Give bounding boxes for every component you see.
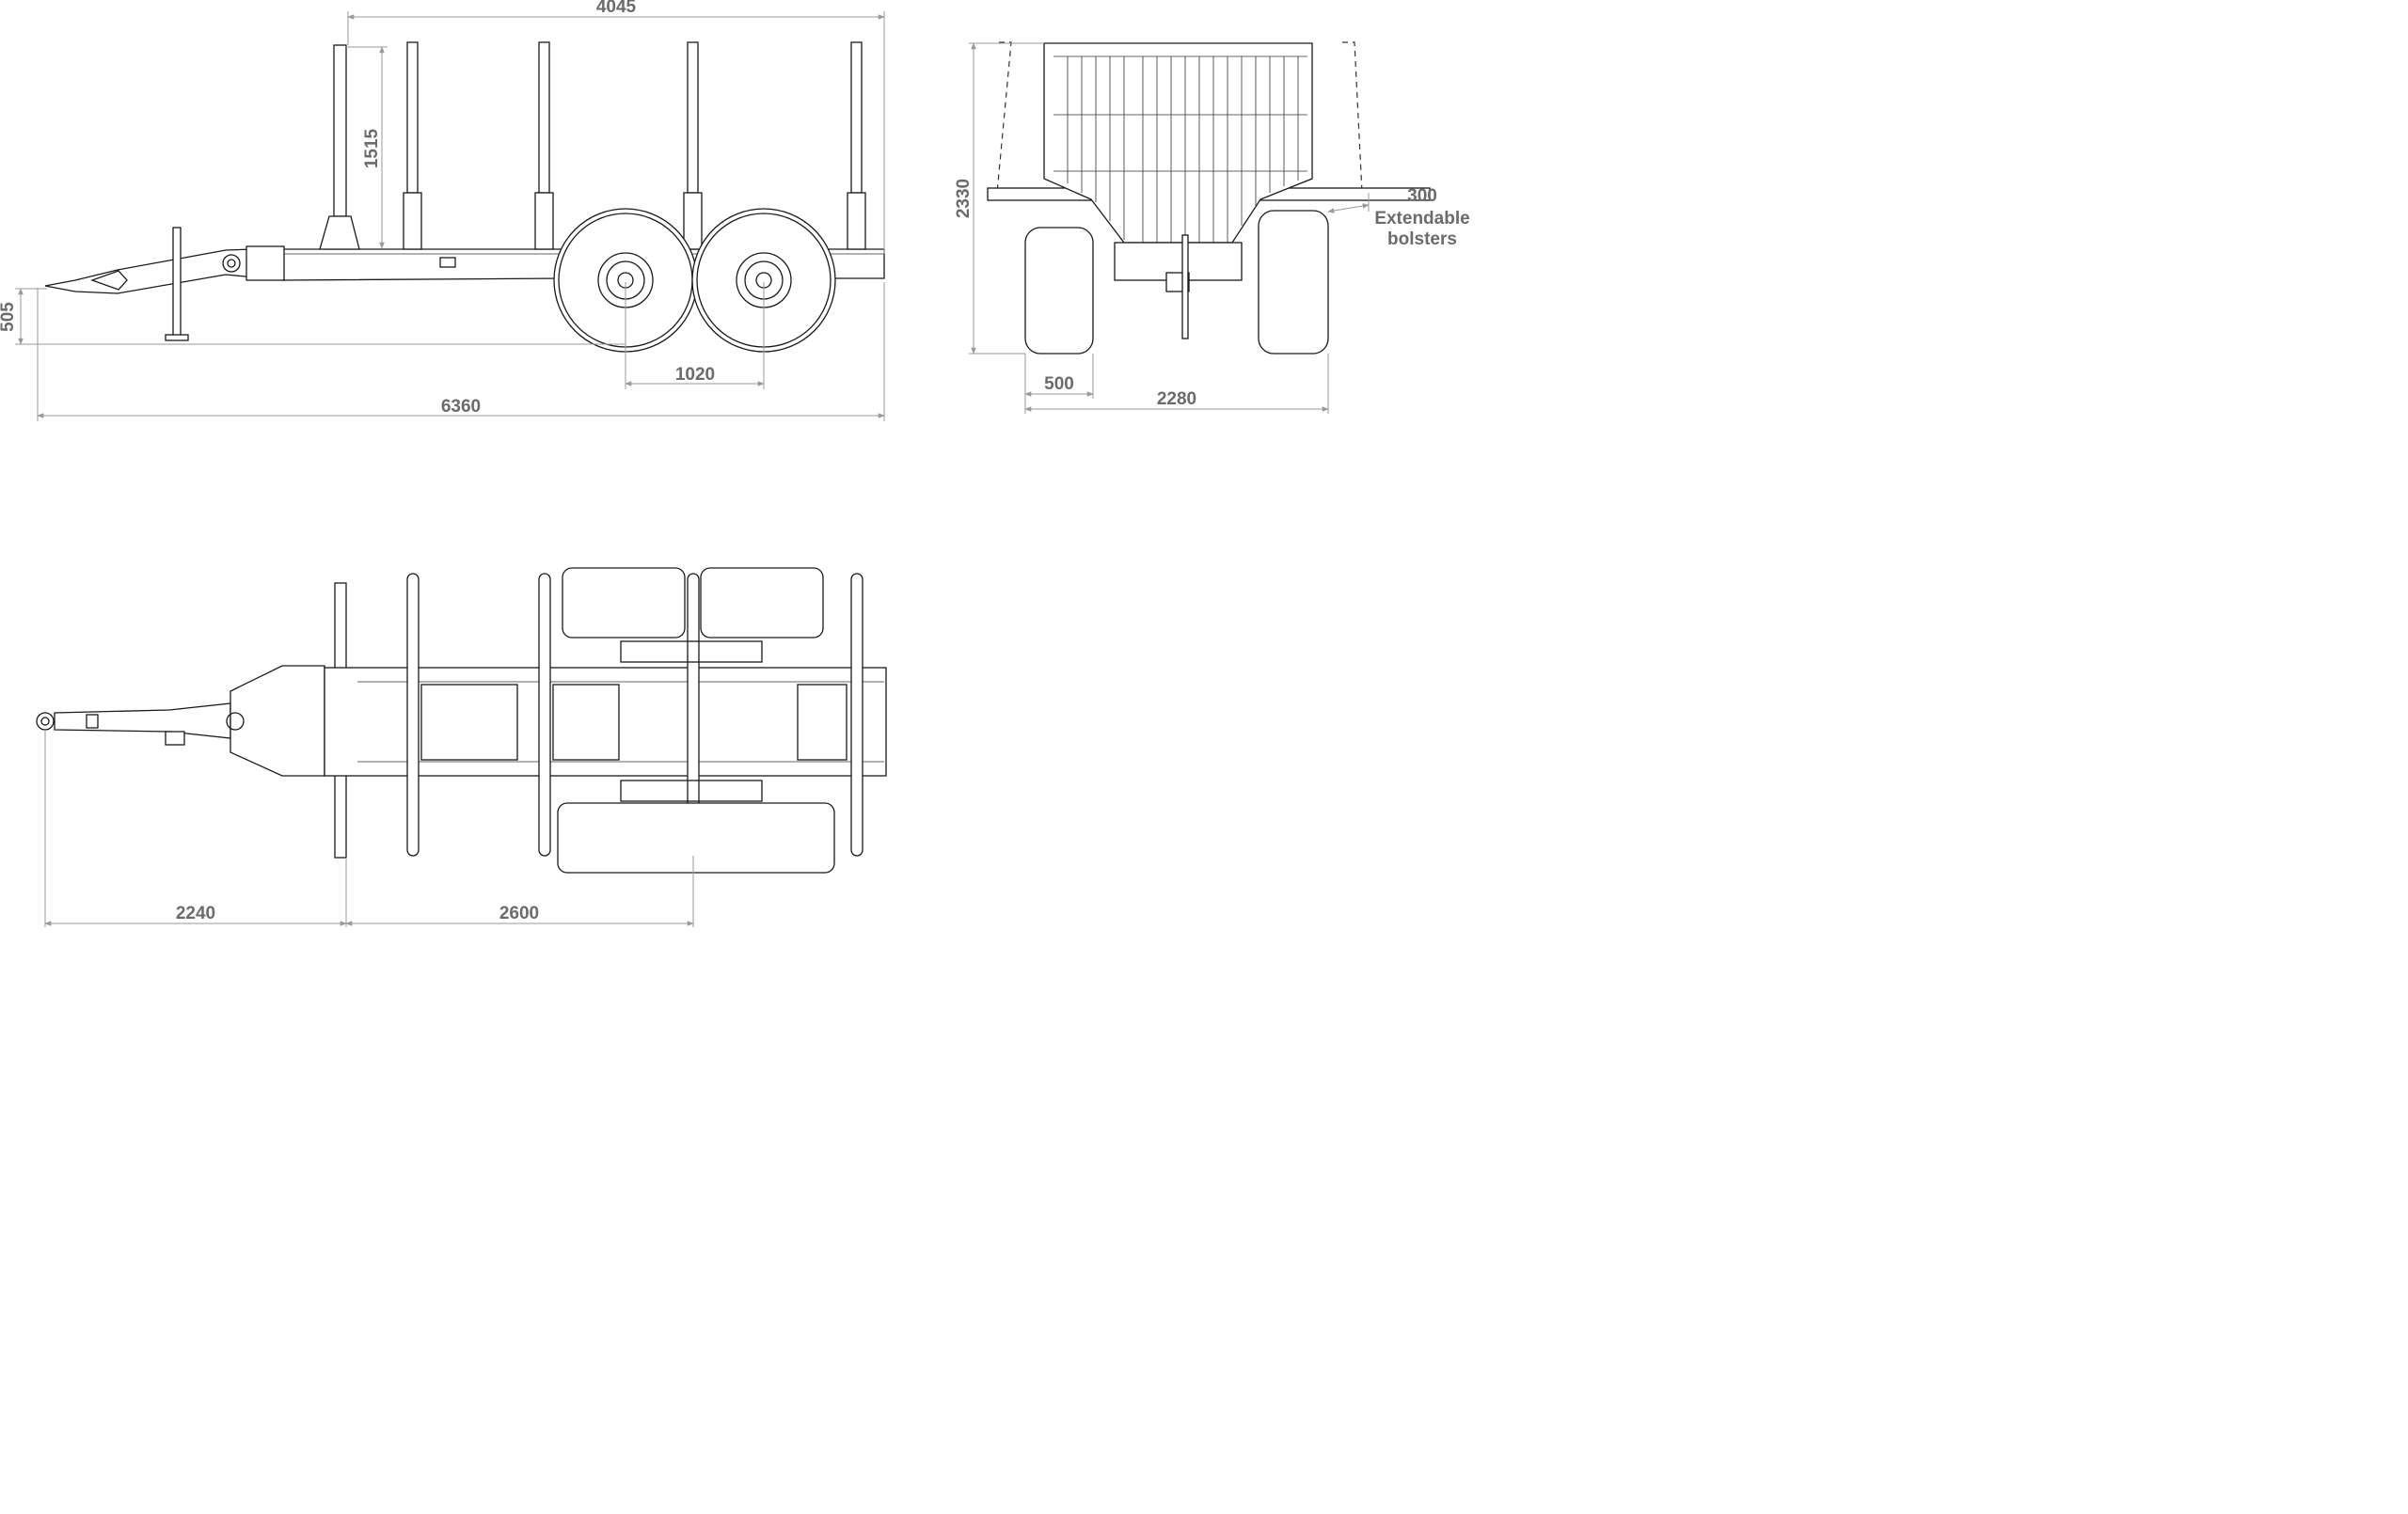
technical-drawing: 4045 1515 505 1020 6360 <box>0 0 1470 927</box>
rear-tyre-left <box>1024 227 1094 355</box>
top-drawbar <box>54 702 231 739</box>
dim-eye-to-stake: 2240 <box>176 904 215 923</box>
dim-drawbar-height: 505 <box>0 302 18 332</box>
side-view: 4045 1515 505 1020 6360 <box>0 0 885 421</box>
side-stakes <box>403 41 866 250</box>
top-view: 2240 2600 <box>36 567 887 927</box>
rear-view: 2330 500 2280 300 Extendable bolsters <box>954 41 1470 414</box>
side-headboard-post <box>319 44 360 250</box>
dim-stake-to-axle: 2600 <box>499 904 539 923</box>
dim-overall-height: 2330 <box>954 179 974 218</box>
top-tyres <box>557 567 835 874</box>
top-turntable-plate <box>230 665 325 777</box>
side-jack-leg <box>165 227 189 341</box>
dim-stake-height: 1515 <box>362 128 382 168</box>
bolster-label-line2: bolsters <box>1387 229 1457 249</box>
dim-tyre-width: 500 <box>1044 374 1074 394</box>
dim-bed-length: 4045 <box>596 0 637 17</box>
dim-axle-spacing: 1020 <box>675 365 715 385</box>
bolster-label-line1: Extendable <box>1374 209 1469 229</box>
dim-overall-length: 6360 <box>441 397 481 417</box>
side-wheel-front <box>553 208 698 353</box>
rear-tyre-right <box>1258 210 1329 355</box>
dim-overall-width: 2280 <box>1157 389 1196 409</box>
dim-bolster-extension: 300 <box>1407 186 1437 206</box>
